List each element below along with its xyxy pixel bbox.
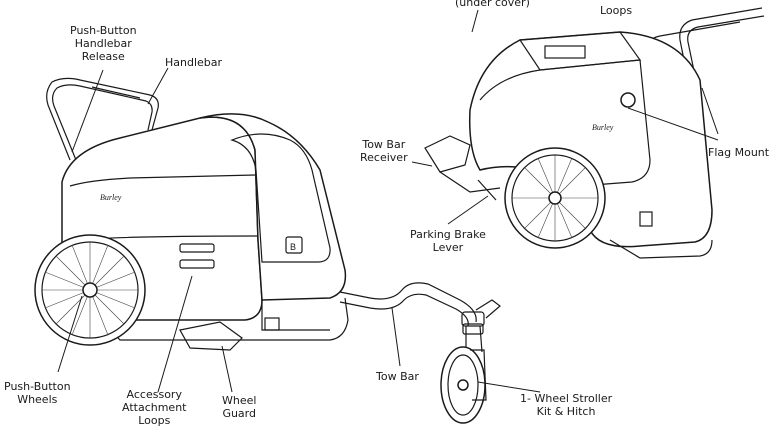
label-parking-brake-lever: Parking Brake Lever	[410, 228, 486, 254]
right-cargo-cover	[544, 45, 586, 59]
left-trailer	[34, 77, 349, 351]
leader-lines	[57, 9, 719, 393]
label-tow-bar: Tow Bar	[376, 370, 419, 383]
right-reflector	[639, 211, 653, 227]
right-logo-text: Burley	[592, 123, 614, 132]
label-under-cover: (under cover)	[455, 0, 530, 9]
left-wheel-hub	[82, 282, 98, 298]
right-handlebar	[679, 7, 763, 91]
left-handlebar-inner	[51, 84, 153, 161]
tow-bar	[339, 282, 477, 323]
right-tow-bar-receiver	[424, 135, 471, 173]
label-push-button-wheels: Push-Button Wheels	[4, 380, 71, 406]
left-logo-text: Burley	[100, 193, 122, 202]
hitch	[461, 311, 485, 327]
left-front-window	[230, 133, 331, 263]
left-wheel-guard	[179, 321, 243, 351]
label-handlebar: Handlebar	[165, 56, 223, 69]
label-wheel-guard: Wheel Guard	[222, 394, 257, 420]
right-flag-mount	[620, 92, 636, 108]
label-tow-bar-receiver: Tow Bar Receiver	[360, 138, 408, 164]
label-push-button-handlebar-release: Push-Button Handlebar Release	[70, 24, 137, 63]
label-accessory-attachment-loops: Accessory Attachment Loops	[122, 388, 187, 427]
left-reflector	[264, 317, 280, 331]
right-trailer	[424, 7, 765, 259]
left-badge-letter: B	[290, 242, 296, 252]
label-stroller-kit-hitch: 1- Wheel Stroller Kit & Hitch	[520, 392, 613, 418]
left-badge-box	[285, 236, 303, 254]
tow-bar-assembly	[339, 282, 501, 424]
left-accessory-loop-1	[179, 243, 215, 253]
label-attachment-loops-top: Loops	[600, 4, 633, 17]
label-flag-mount: Flag Mount	[708, 146, 770, 159]
left-handlebar	[46, 77, 159, 161]
left-accessory-loop-2	[179, 259, 215, 269]
right-parking-brake	[477, 179, 497, 201]
